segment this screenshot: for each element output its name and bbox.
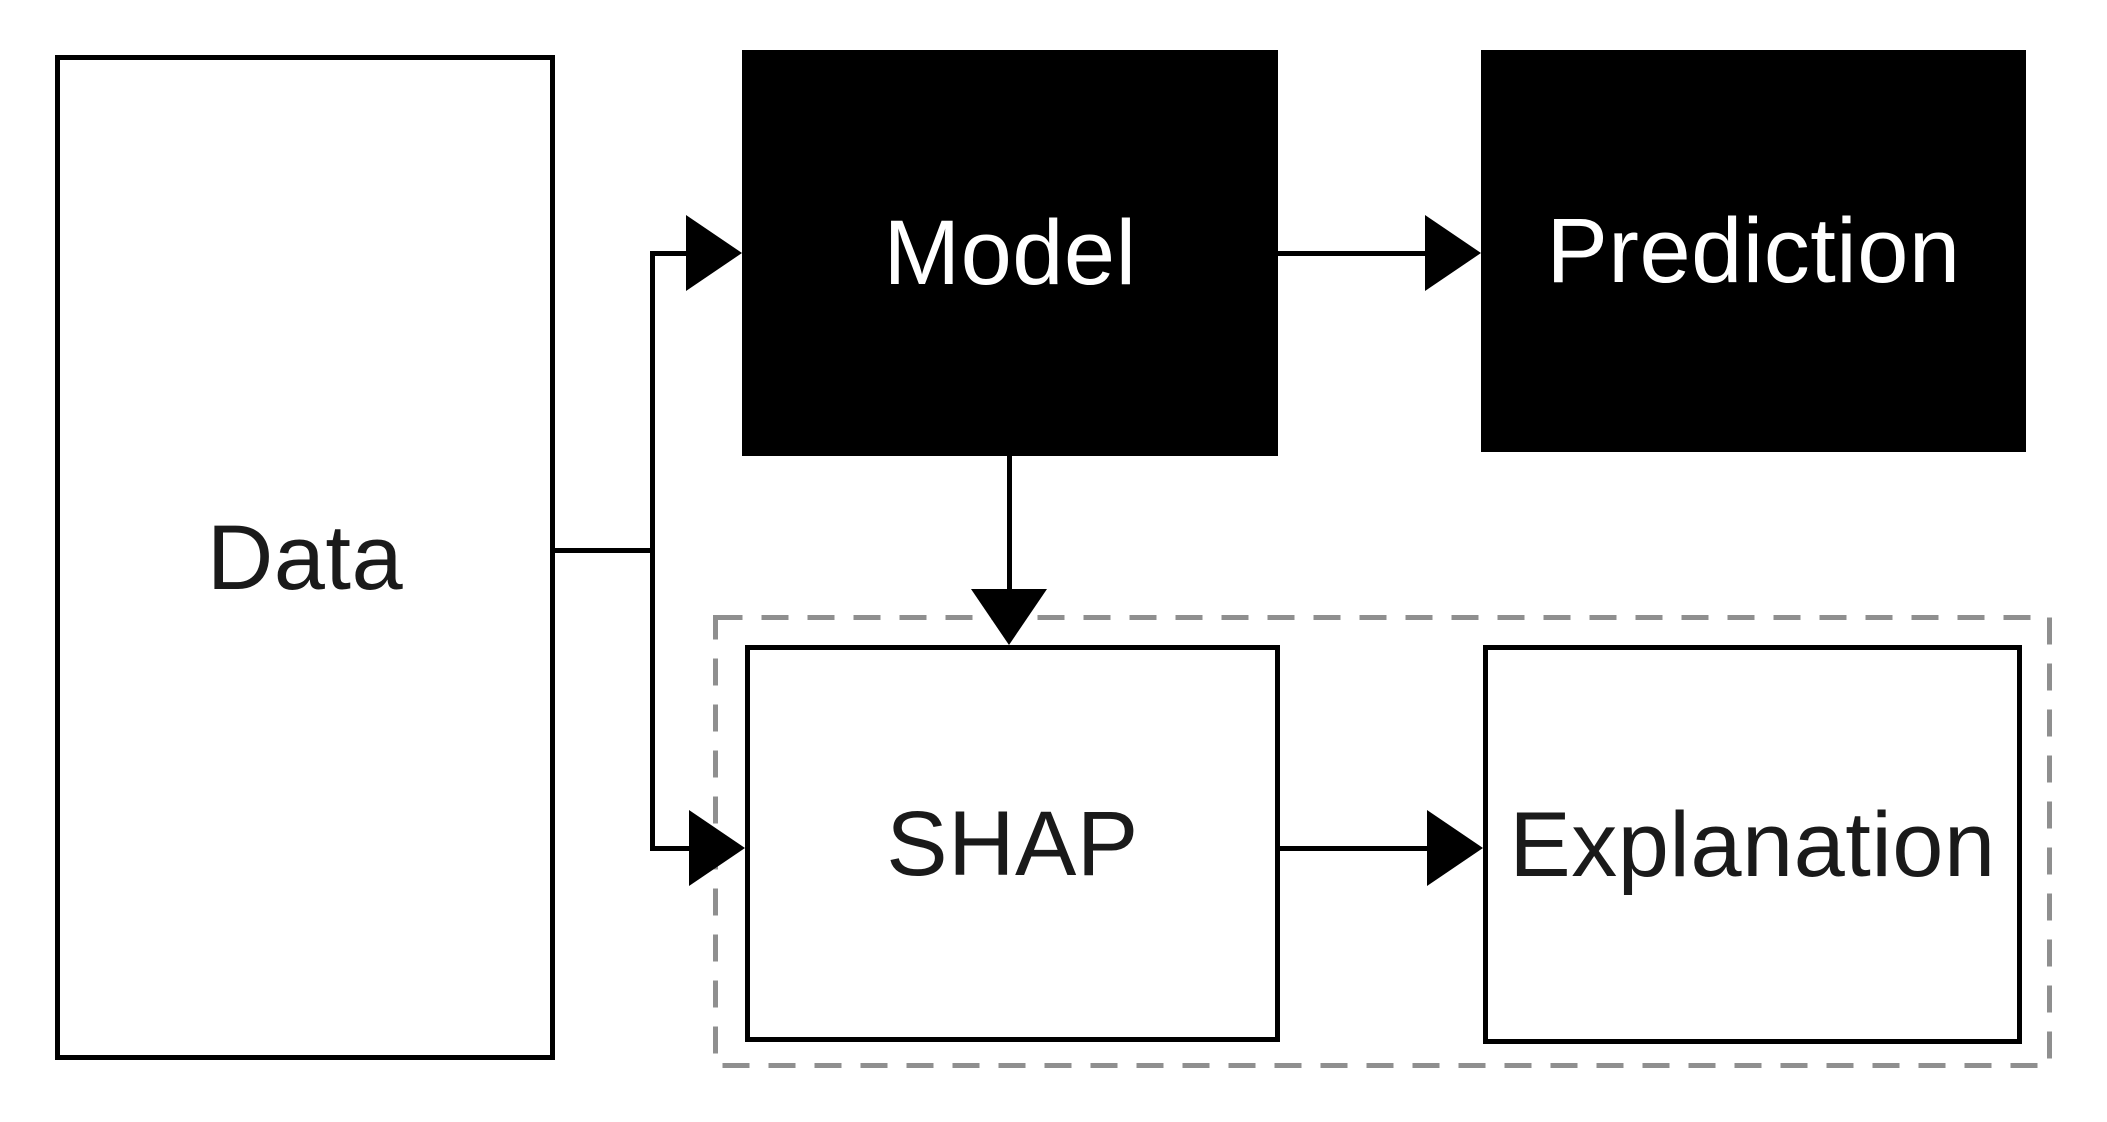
edge-line — [650, 251, 655, 851]
edge-line — [555, 548, 655, 553]
node-shap-label: SHAP — [886, 792, 1139, 895]
edge-line — [1280, 846, 1430, 851]
arrowhead-down-icon — [971, 589, 1047, 645]
edge-line — [650, 251, 694, 256]
edge-line — [1007, 456, 1012, 591]
node-model-label: Model — [883, 202, 1137, 304]
node-prediction-label: Prediction — [1546, 200, 1961, 302]
node-model: Model — [742, 50, 1278, 456]
arrowhead-right-icon — [689, 810, 745, 886]
edge-line — [650, 846, 694, 851]
node-data-label: Data — [206, 506, 404, 609]
node-explanation: Explanation — [1483, 645, 2022, 1044]
arrowhead-right-icon — [1427, 810, 1483, 886]
node-explanation-label: Explanation — [1509, 793, 1996, 896]
arrowhead-right-icon — [1425, 215, 1481, 291]
shap-explanation-group-outline — [713, 615, 2052, 1068]
node-prediction: Prediction — [1481, 50, 2026, 452]
node-shap: SHAP — [745, 645, 1280, 1042]
node-data: Data — [55, 55, 555, 1060]
arrowhead-right-icon — [686, 215, 742, 291]
edge-line — [1278, 251, 1428, 256]
